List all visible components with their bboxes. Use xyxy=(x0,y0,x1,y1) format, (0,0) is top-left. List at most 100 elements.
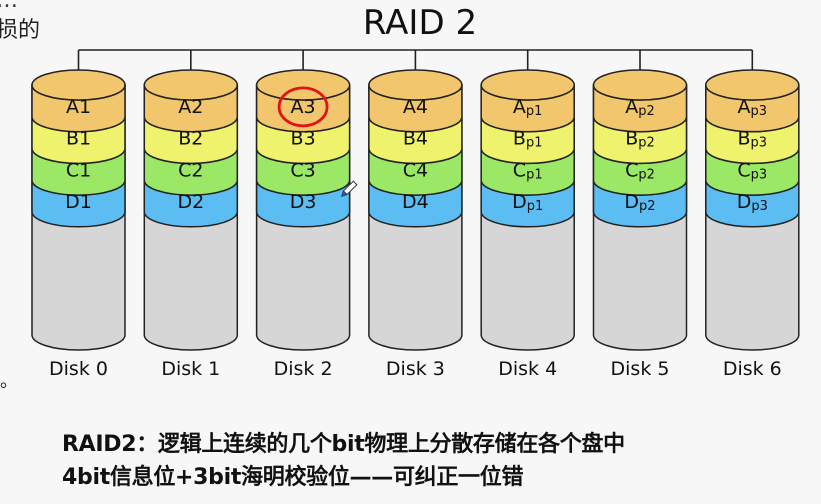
block-main: C1 xyxy=(66,159,91,181)
block-main: A xyxy=(513,96,526,118)
block-label: Ap2 xyxy=(625,96,655,119)
block-label: A3 xyxy=(291,96,316,118)
block-label: D1 xyxy=(65,191,92,213)
block-main: C4 xyxy=(403,159,428,181)
block-sub: p1 xyxy=(526,136,543,151)
disk-top-cap xyxy=(480,69,575,101)
disk-label: Disk 2 xyxy=(274,358,333,380)
block-label: A1 xyxy=(66,96,91,118)
block-main: B xyxy=(625,128,638,150)
block-label: B2 xyxy=(178,128,203,150)
highlight-circle xyxy=(277,86,329,128)
cropped-slide-text: … 损的 xyxy=(0,0,40,46)
block-main: B3 xyxy=(291,128,316,150)
disk-label: Disk 1 xyxy=(161,358,220,380)
disk-top-cap xyxy=(31,69,126,101)
block-label: A2 xyxy=(178,96,203,118)
cropped-period: 。 xyxy=(0,371,18,392)
block-main: C xyxy=(625,159,638,181)
block-main: D1 xyxy=(65,191,92,213)
block-label: B1 xyxy=(66,128,91,150)
block-label: D4 xyxy=(402,191,429,213)
disk-label: Disk 0 xyxy=(49,358,108,380)
block-label: B3 xyxy=(291,128,316,150)
disk-top-cap xyxy=(705,69,800,101)
block-main: B2 xyxy=(178,128,203,150)
disk-top-cap xyxy=(255,69,351,101)
block-main: B xyxy=(513,128,526,150)
annotations xyxy=(277,86,358,197)
disk-top-cap xyxy=(368,69,463,101)
block-label: C2 xyxy=(178,159,203,181)
block-sub: p2 xyxy=(638,136,655,151)
block-main: D3 xyxy=(290,191,317,213)
block-label: Dp2 xyxy=(624,191,655,214)
block-label: Ap1 xyxy=(513,96,543,119)
block-main: C2 xyxy=(178,159,203,181)
caption: RAID2：逻辑上连续的几个bit物理上分散存储在各个盘中 4bit信息位+3b… xyxy=(62,428,625,494)
block-label: C4 xyxy=(403,159,428,181)
block-label: C3 xyxy=(290,159,315,181)
block-label: D3 xyxy=(290,191,317,213)
block-sub: p2 xyxy=(639,199,656,214)
disk-top-cap xyxy=(592,69,688,101)
block-main: A1 xyxy=(66,96,91,118)
block-sub: p1 xyxy=(526,167,543,182)
block-label: Cp1 xyxy=(513,159,543,182)
block-label: Cp3 xyxy=(737,159,767,182)
disk-label: Disk 3 xyxy=(386,358,445,380)
block-sub: p3 xyxy=(751,167,768,182)
block-label: B4 xyxy=(403,128,428,150)
block-label: Ap3 xyxy=(738,96,768,119)
block-main: D xyxy=(512,191,527,213)
block-label: Bp1 xyxy=(513,128,543,151)
block-sub: p2 xyxy=(638,167,655,182)
block-label: D2 xyxy=(177,191,204,213)
cropped-text-line-1: … xyxy=(0,0,40,16)
pen-cursor-icon xyxy=(341,180,358,197)
block-main: A xyxy=(738,96,751,118)
block-label: C1 xyxy=(66,159,91,181)
caption-line-2: 4bit信息位+3bit海明校验位——可纠正一位错 xyxy=(62,465,524,490)
block-main: C xyxy=(513,159,526,181)
disk-top-cap xyxy=(143,69,239,101)
block-sub: p3 xyxy=(751,136,768,151)
block-sub: p3 xyxy=(751,199,768,214)
block-main: C xyxy=(737,159,750,181)
block-main: A3 xyxy=(291,96,316,118)
caption-line-1: RAID2：逻辑上连续的几个bit物理上分散存储在各个盘中 xyxy=(62,432,625,457)
block-main: A2 xyxy=(178,96,203,118)
block-main: B4 xyxy=(403,128,428,150)
block-sub: p1 xyxy=(526,104,543,119)
block-main: D xyxy=(737,191,752,213)
disk-label: Disk 4 xyxy=(498,358,557,380)
block-main: D4 xyxy=(402,191,429,213)
block-sub: p3 xyxy=(751,104,768,119)
block-main: D xyxy=(624,191,639,213)
block-main: B xyxy=(738,128,751,150)
block-main: A4 xyxy=(403,96,428,118)
disk-label: Disk 6 xyxy=(723,358,782,380)
block-sub: p2 xyxy=(638,104,655,119)
cropped-text-line-2: 损的 xyxy=(0,18,41,43)
disk-label: Disk 5 xyxy=(611,358,670,380)
block-label: Dp3 xyxy=(737,191,768,214)
block-sub: p1 xyxy=(527,199,544,214)
block-label: Cp2 xyxy=(625,159,655,182)
block-main: C3 xyxy=(290,159,315,181)
diagram-title: RAID 2 xyxy=(363,3,477,43)
block-main: B1 xyxy=(66,128,91,150)
block-label: A4 xyxy=(403,96,428,118)
block-label: Bp3 xyxy=(738,128,768,151)
block-label: Bp2 xyxy=(625,128,655,151)
block-label: Dp1 xyxy=(512,191,543,214)
